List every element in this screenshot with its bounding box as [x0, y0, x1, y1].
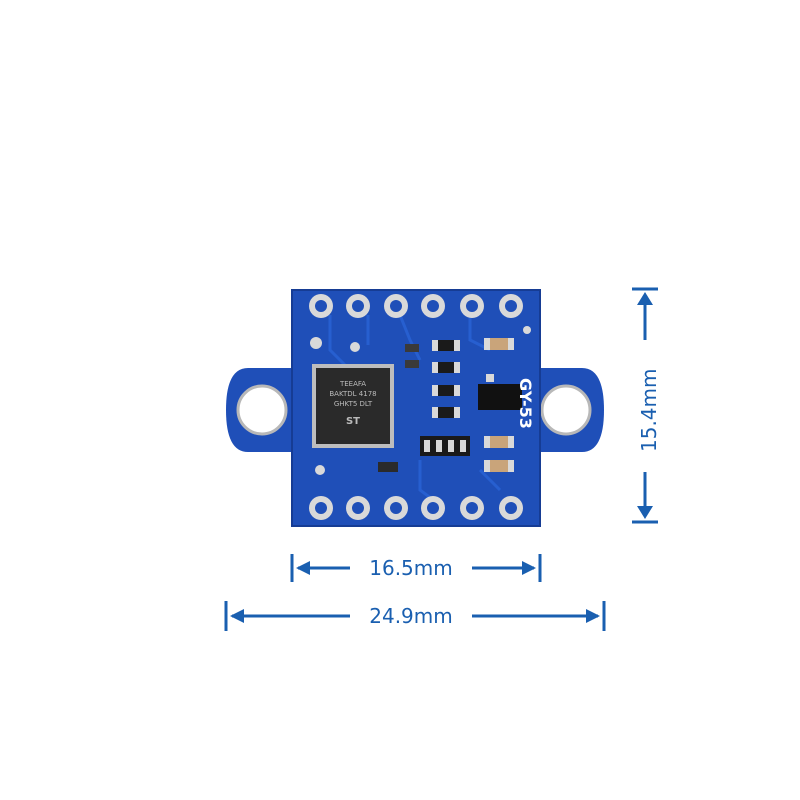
- chip-marking-line2: BAKTDL 4178: [329, 390, 376, 398]
- chip-logo: ST: [346, 416, 360, 427]
- smd-components: [378, 338, 522, 472]
- chip-marking-line1: TEEAFA: [339, 380, 366, 388]
- inner-width-dimension-label: 16.5mm: [369, 556, 453, 580]
- board-silkscreen-label: GY-53: [516, 378, 535, 429]
- height-dimension: [632, 287, 658, 524]
- inner-width-dimension: [290, 554, 542, 582]
- chip-marking-line3: GHKT5 DLT: [334, 400, 373, 408]
- vias: [310, 326, 531, 475]
- pin-header-bottom: [309, 496, 523, 520]
- outer-width-dimension: [224, 601, 606, 631]
- outer-width-dimension-label: 24.9mm: [369, 604, 453, 628]
- mounting-tab-left: [226, 368, 296, 452]
- height-dimension-label: 15.4mm: [637, 369, 661, 453]
- pcb-traces: [328, 314, 502, 507]
- mounting-tab-right: [536, 368, 604, 452]
- sensor-chip: TEEAFA BAKTDL 4178 GHKT5 DLT ST: [312, 364, 394, 448]
- pin-header-top: [309, 294, 523, 318]
